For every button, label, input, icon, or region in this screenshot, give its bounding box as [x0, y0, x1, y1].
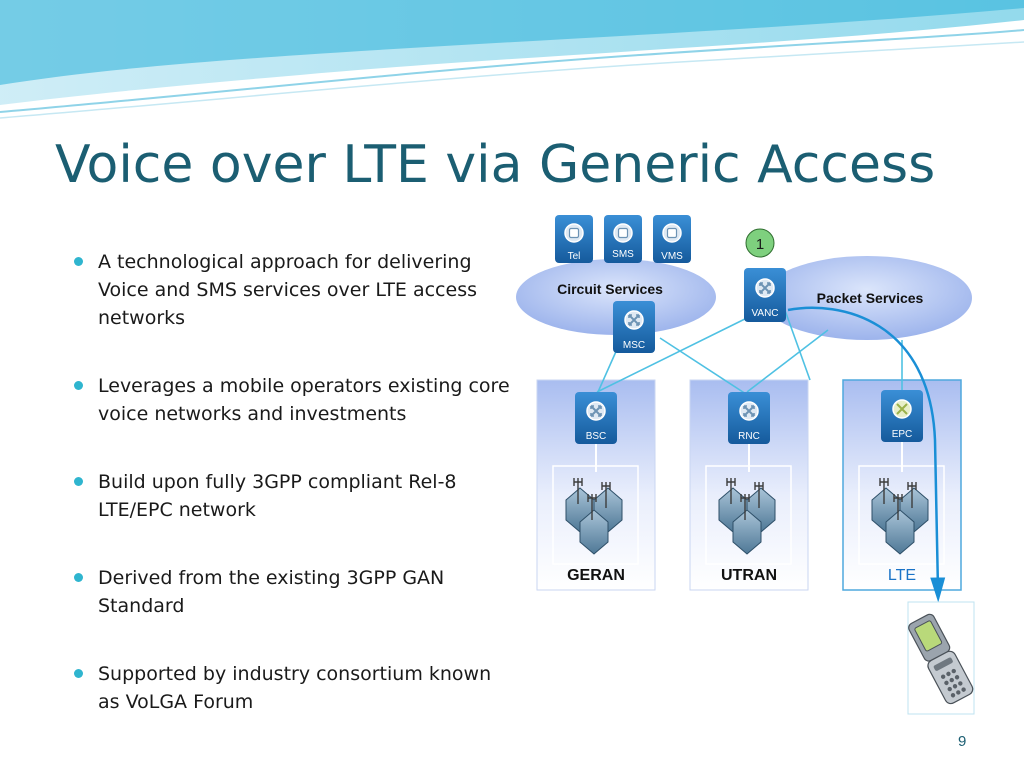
epc-label: EPC [892, 429, 913, 440]
bullet-text: Leverages a mobile operators existing co… [98, 375, 510, 425]
msc-rnc-link [659, 337, 747, 395]
packet-rnc-link [746, 329, 829, 393]
handset-signal-path [787, 306, 946, 603]
bullet-dot-icon [74, 669, 83, 678]
circuit-services-cloud [516, 259, 716, 335]
network-diagram: Circuit Services Packet Services Tel SMS… [516, 215, 975, 715]
bullet-text: Derived from the existing 3GPP GAN Stand… [98, 567, 445, 617]
slide-number: 9 [958, 733, 967, 750]
slide-title: Voice over LTE via Generic Access [55, 135, 936, 195]
vanc-node: VANC [744, 268, 786, 322]
lte-label: LTE [888, 567, 916, 584]
utran-label: UTRAN [721, 567, 777, 584]
tel-label: Tel [568, 251, 581, 262]
sms-label: SMS [612, 249, 634, 260]
packet-services-label: Packet Services [817, 290, 924, 306]
vanc-lte-link [781, 301, 811, 381]
header-wave-decoration [0, 0, 1024, 119]
bullet-text: Build upon fully 3GPP compliant Rel-8 LT… [98, 471, 457, 521]
bullet-list: A technological approach for delivering … [70, 248, 510, 756]
step-badge-number: 1 [756, 236, 764, 253]
bullet-dot-icon [74, 477, 83, 486]
bullet-dot-icon [74, 573, 83, 582]
bullet-item: Derived from the existing 3GPP GAN Stand… [70, 564, 510, 620]
bullet-item: Build upon fully 3GPP compliant Rel-8 LT… [70, 468, 510, 524]
step-badge: 1 [745, 228, 775, 258]
vanc-label: VANC [751, 308, 778, 319]
rnc-node: RNC [728, 392, 770, 444]
msc-label: MSC [623, 340, 645, 351]
bullet-item: Leverages a mobile operators existing co… [70, 372, 510, 428]
bullet-dot-icon [74, 381, 83, 390]
mobile-handset-icon [907, 601, 975, 715]
bsc-node: BSC [575, 392, 617, 444]
bullet-item: A technological approach for delivering … [70, 248, 510, 332]
geran-label: GERAN [567, 567, 625, 584]
vms-label: VMS [661, 251, 683, 262]
sms-service-node: SMS [604, 215, 642, 263]
bullet-item: Supported by industry consortium known a… [70, 660, 510, 716]
bsc-label: BSC [586, 431, 607, 442]
epc-node: EPC [881, 390, 923, 442]
tel-service-node: Tel [555, 215, 593, 263]
bullet-text: A technological approach for delivering … [98, 251, 477, 329]
bullet-dot-icon [74, 257, 83, 266]
vanc-bsc-link [596, 314, 754, 393]
bullet-text: Supported by industry consortium known a… [98, 663, 492, 713]
msc-node: MSC [613, 301, 655, 353]
rnc-label: RNC [738, 431, 760, 442]
vms-service-node: VMS [653, 215, 691, 263]
circuit-services-label: Circuit Services [557, 281, 663, 297]
packet-services-cloud [762, 256, 972, 340]
